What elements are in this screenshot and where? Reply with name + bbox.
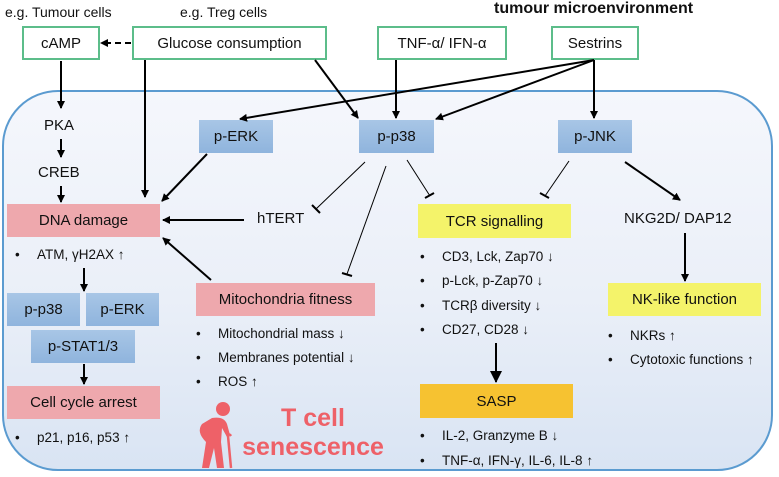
microenvironment-label: tumour microenvironment	[494, 0, 694, 17]
senescence-line-2: senescence	[242, 433, 384, 461]
jnk-inhibits-tcr-bar	[539, 192, 550, 199]
dna-damage-box: DNA damage	[7, 204, 160, 237]
nk-like-bullet: •NKRs ↑	[608, 328, 676, 343]
senescence-line-1: T cell	[281, 404, 345, 432]
dna-p-p38-box: p-p38	[7, 293, 80, 326]
p38-inhibits-tcr	[406, 159, 431, 197]
glucose-to-p38-arrow	[314, 59, 359, 119]
sasp-bullet: •IL-2, Granzyme B ↓	[420, 428, 559, 443]
mito-to-dna-arrow	[162, 237, 212, 281]
tcr-bullet: •p-Lck, p-Zap70 ↓	[420, 273, 544, 288]
p38-inhibits-tcr-bar	[424, 192, 435, 199]
tcr-signalling-box: TCR signalling	[418, 204, 571, 238]
mitochondria-fitness-box: Mitochondria fitness	[196, 283, 375, 316]
mitochondria-bullet: •Membranes potential ↓	[196, 350, 355, 365]
htert-label: hTERT	[257, 210, 305, 227]
glucose-consumption-box: Glucose consumption	[132, 26, 327, 60]
nk-like-bullet: •Cytotoxic functions ↑	[608, 352, 754, 367]
sestrins-box: Sestrins	[551, 26, 639, 60]
jnk-to-nkg2d-arrow	[624, 161, 681, 201]
mitochondria-bullet: •ROS ↑	[196, 374, 258, 389]
p-jnk-box: p-JNK	[558, 120, 632, 153]
camp-box: cAMP	[22, 26, 100, 60]
tumour-cells-label: e.g. Tumour cells	[5, 4, 112, 20]
p38-inhibits-mito	[346, 165, 387, 275]
p-erk-box: p-ERK	[199, 120, 273, 153]
sasp-bullet: •TNF-α, IFN-γ, IL-6, IL-8 ↑	[420, 453, 594, 468]
sestrins-to-erk-arrow	[239, 59, 595, 122]
jnk-inhibits-tcr	[544, 160, 570, 197]
creb-label: CREB	[38, 164, 80, 181]
t-cell-senescence-title: T cell senescence	[238, 404, 388, 462]
dna-damage-bullet: •ATM, γH2AX ↑	[15, 247, 125, 262]
p-stat-box: p-STAT1/3	[31, 330, 135, 363]
dna-p-erk-box: p-ERK	[86, 293, 159, 326]
p38-inhibits-mito-bar	[341, 272, 353, 277]
p-p38-box: p-p38	[359, 120, 434, 153]
treg-cells-label: e.g. Treg cells	[180, 4, 268, 20]
p38-inhibits-htert-bar	[311, 204, 321, 214]
cell-cycle-arrest-box: Cell cycle arrest	[7, 386, 160, 419]
sasp-box: SASP	[420, 384, 573, 418]
cell-cycle-bullet: •p21, p16, p53 ↑	[15, 430, 131, 445]
tcr-bullet: •CD3, Lck, Zap70 ↓	[420, 249, 554, 264]
erk-to-dna-arrow	[161, 153, 208, 202]
tcr-bullet: •TCRβ diversity ↓	[420, 298, 542, 313]
sestrins-to-p38-arrow	[435, 59, 595, 121]
tnf-ifn-box: TNF-α/ IFN-α	[377, 26, 507, 60]
nk-like-function-box: NK-like function	[608, 283, 761, 316]
elderly-person-icon	[194, 402, 238, 470]
pka-label: PKA	[44, 117, 75, 134]
tcr-bullet: •CD27, CD28 ↓	[420, 322, 530, 337]
mitochondria-bullet: •Mitochondrial mass ↓	[196, 326, 345, 341]
nkg2d-dap12-label: NKG2D/ DAP12	[624, 210, 732, 227]
p38-inhibits-htert	[315, 161, 366, 210]
